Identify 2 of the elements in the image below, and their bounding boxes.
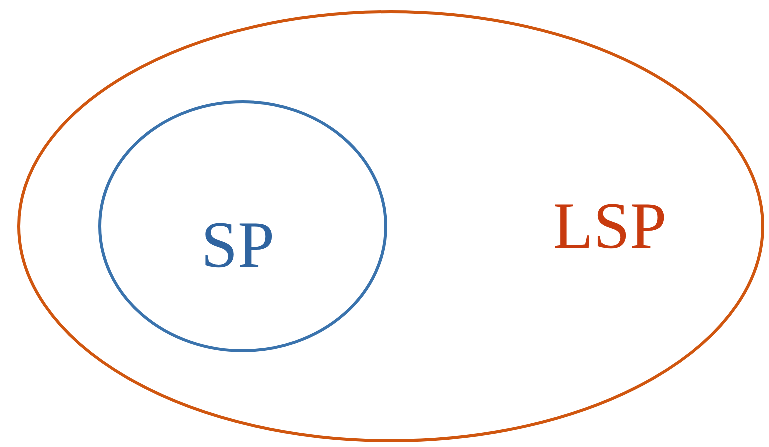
set-label: LSP [553, 194, 667, 260]
set-label: SP [201, 213, 275, 279]
